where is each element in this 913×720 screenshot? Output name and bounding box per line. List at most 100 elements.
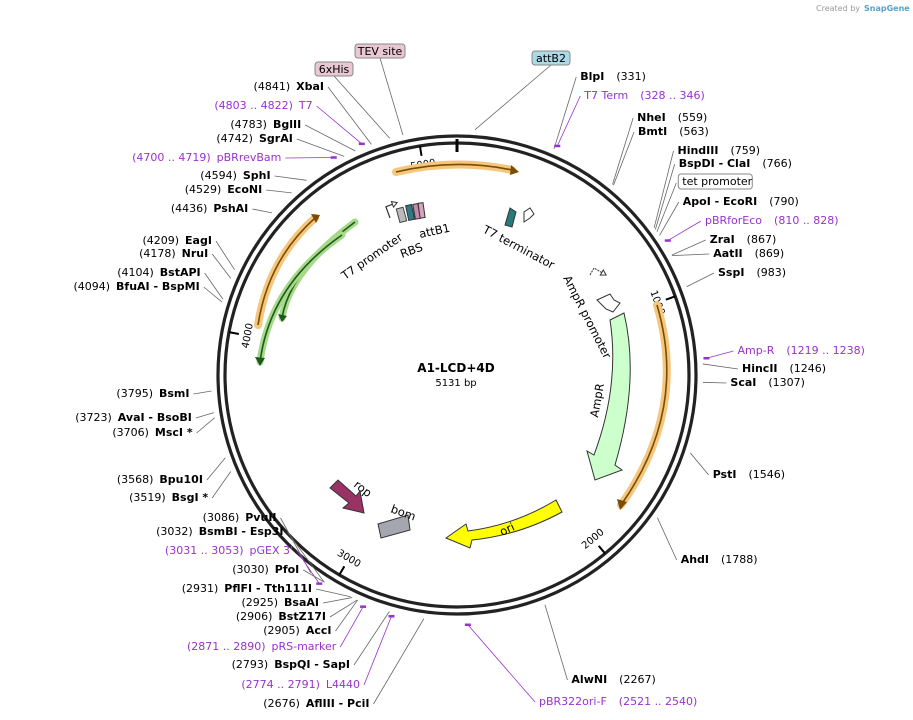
- site-name: pRS-marker: [272, 640, 337, 653]
- leader-line: [690, 452, 709, 476]
- site-label[interactable]: pGEX 3' (3031 .. 3053): [165, 544, 293, 557]
- site-label[interactable]: ScaI(1307): [730, 376, 805, 389]
- bom-box: [377, 514, 411, 539]
- site-position: (2676): [263, 697, 300, 710]
- site-label[interactable]: L4440(2774 .. 2791): [241, 678, 360, 691]
- site-name: HindIII: [678, 144, 719, 157]
- leader-line: [285, 157, 334, 159]
- leader-line: [686, 272, 715, 288]
- site-label[interactable]: BsgI *(3519): [129, 491, 208, 504]
- site-name: NruI: [182, 247, 209, 260]
- site-label[interactable]: NheI(559): [637, 111, 707, 124]
- site-label[interactable]: AflIII - PciI(2676): [263, 697, 369, 710]
- site-position: (3031 .. 3053): [165, 544, 244, 557]
- leader-line: [322, 597, 353, 604]
- leader-line: [195, 412, 215, 419]
- site-name: BsaAI: [284, 596, 319, 609]
- site-label[interactable]: BsmI(3795): [116, 387, 189, 400]
- leader-line: [657, 517, 678, 561]
- site-position: (983): [756, 266, 786, 279]
- site-name: SspI: [718, 266, 744, 279]
- site-label[interactable]: BsaAI(2925): [241, 596, 319, 609]
- site-label[interactable]: HindIII(759): [678, 144, 761, 157]
- site-label[interactable]: BsmBI - Esp3I(3032): [156, 525, 283, 538]
- site-label[interactable]: AatII(869): [713, 247, 784, 260]
- site-label[interactable]: pBR322ori-F (2521 .. 2540): [539, 695, 697, 708]
- site-label[interactable]: AhdI (1788): [681, 553, 758, 566]
- site-name: AatII: [713, 247, 742, 260]
- leader-line: [556, 95, 581, 147]
- site-label[interactable]: BstZ17I(2906): [236, 610, 326, 623]
- site-label[interactable]: AvaI - BsoBI(3723): [75, 411, 192, 424]
- site-label[interactable]: T7 Term(328 .. 346): [583, 89, 704, 102]
- site-label[interactable]: SspI (983): [718, 266, 786, 279]
- site-position: (867): [747, 233, 777, 246]
- site-label[interactable]: Amp-R(1219 .. 1238): [738, 344, 865, 357]
- site-label[interactable]: BglII(4783): [230, 118, 301, 131]
- site-position: (2521 .. 2540): [619, 695, 698, 708]
- site-position: (4178): [139, 247, 176, 260]
- site-label[interactable]: XbaI(4841): [254, 80, 324, 93]
- leader-line: [252, 208, 273, 214]
- site-label[interactable]: BlpI(331): [580, 70, 646, 83]
- site-position: (3519): [129, 491, 166, 504]
- site-label[interactable]: NruI (4178): [139, 247, 208, 260]
- tick-label: 2000: [580, 527, 607, 552]
- site-label[interactable]: EcoNI(4529): [185, 183, 262, 196]
- site-label[interactable]: SgrAI(4742): [216, 132, 292, 145]
- site-label[interactable]: ZraI(867): [710, 233, 777, 246]
- site-name: pGEX 3': [249, 544, 293, 557]
- tick-mark: [338, 565, 346, 576]
- leader-line: [206, 457, 226, 481]
- site-position: (4094): [73, 280, 110, 293]
- site-name: pBR322ori-F: [539, 695, 607, 708]
- site-position: (4104): [117, 266, 154, 279]
- site-name: BsmI: [159, 387, 190, 400]
- site-label[interactable]: Bpu10I(3568): [117, 473, 203, 486]
- site-label[interactable]: ApoI - EcoRI(790): [683, 195, 799, 208]
- site-label[interactable]: HincII(1246): [742, 362, 826, 375]
- site-label[interactable]: tet promoter: [677, 173, 753, 190]
- feature-box-1[interactable]: 6xHis: [314, 61, 354, 77]
- leader-line: [339, 606, 364, 648]
- site-label[interactable]: T7(4803 .. 4822): [214, 99, 312, 112]
- site-position: (1546): [748, 468, 785, 481]
- site-label[interactable]: BspDI - ClaI(766): [679, 157, 792, 170]
- site-name: EcoNI: [227, 183, 262, 196]
- site-name: AhdI: [681, 553, 709, 566]
- site-position: (559): [678, 111, 708, 124]
- feature-box-2[interactable]: attB2: [531, 50, 571, 66]
- site-name: XbaI: [296, 80, 324, 93]
- site-position: (1788): [721, 553, 758, 566]
- site-label[interactable]: PvuII(3086): [203, 511, 277, 524]
- feature-box: [677, 173, 753, 190]
- site-label[interactable]: BspQI - SapI(2793): [232, 658, 350, 671]
- site-label[interactable]: BmtI(563): [638, 125, 709, 138]
- site-name: Bpu10I: [159, 473, 203, 486]
- site-position: (4594): [200, 169, 237, 182]
- site-label[interactable]: pBRforEco(810 .. 828): [705, 214, 839, 227]
- leader-line: [544, 604, 568, 681]
- leader-line: [702, 381, 727, 384]
- site-label[interactable]: PshAI(4436): [171, 202, 248, 215]
- feature-box-0[interactable]: TEV site: [354, 43, 406, 59]
- site-label[interactable]: BfuAI - BspMI (4094): [73, 280, 199, 293]
- site-label[interactable]: PflFI - Tth111I(2931): [182, 582, 312, 595]
- site-label[interactable]: AlwNI(2267): [571, 673, 655, 686]
- site-label[interactable]: MscI *(3706): [112, 426, 193, 439]
- site-label[interactable]: AccI(2905): [263, 624, 331, 637]
- site-label[interactable]: PstI(1546): [713, 468, 785, 481]
- site-label[interactable]: PfoI(3030): [232, 563, 299, 576]
- site-position: (4436): [171, 202, 208, 215]
- site-label[interactable]: SphI(4594): [200, 169, 270, 182]
- site-name: BfuAI - BspMI: [116, 280, 200, 293]
- site-label[interactable]: pBRrevBam(4700 .. 4719): [132, 151, 281, 164]
- features: [254, 160, 671, 549]
- leader-line: [612, 117, 634, 185]
- site-name: BlpI: [580, 70, 604, 83]
- site-label[interactable]: pRS-marker(2871 .. 2890): [187, 640, 337, 653]
- site-label[interactable]: EagI(4209): [142, 234, 211, 247]
- site-name: L4440: [326, 678, 360, 691]
- site-label[interactable]: BstAPI(4104): [117, 266, 200, 279]
- leader-line: [215, 240, 235, 271]
